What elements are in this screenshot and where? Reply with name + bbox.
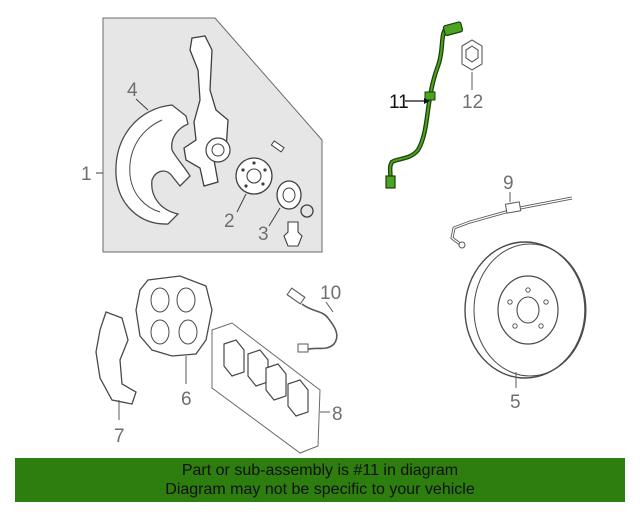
- sensor-grommet: [424, 91, 436, 101]
- callout-9: 9: [503, 173, 514, 194]
- callout-5: 5: [510, 392, 521, 413]
- callout-labels: 1 4 2 3 11 12 9 10 6 7 8 5: [81, 80, 521, 447]
- brake-hose-part-9: [450, 192, 573, 249]
- banner-line-1: Part or sub-assembly is #11 in diagram: [181, 462, 459, 479]
- wear-sensor-wire: [301, 303, 338, 351]
- knuckle-assembly-group: [96, 17, 323, 253]
- brake-caliper: [135, 275, 213, 357]
- callout-7: 7: [114, 426, 125, 447]
- brake-rotor-part-5: [464, 241, 587, 388]
- parts-diagram: 1 4 2 3 11 12 9 10 6 7 8 5: [81, 17, 587, 454]
- sensor-clip: [461, 39, 483, 71]
- callout-2: 2: [224, 211, 235, 232]
- pad-wear-sensor-part-10: [286, 287, 338, 353]
- brake-pads-part-8: [211, 322, 330, 454]
- knuckle-bore-inner: [211, 143, 225, 157]
- small-pin: [270, 140, 285, 153]
- rotor-center: [516, 296, 540, 324]
- snap-ring: [300, 204, 314, 218]
- wear-sensor-plug: [286, 287, 306, 305]
- ball-joint: [283, 221, 303, 247]
- callout-3: 3: [258, 224, 269, 245]
- caliper-bracket: [95, 311, 137, 405]
- caliper-bracket-part-7: [95, 311, 137, 420]
- sensor-head: [385, 175, 396, 189]
- dust-shield-inner: [129, 119, 163, 213]
- callout-10: 10: [320, 283, 341, 304]
- callout-8: 8: [332, 404, 343, 425]
- callout-12: 12: [462, 92, 483, 113]
- sensor-plug: [442, 21, 464, 37]
- callout-1: 1: [81, 164, 92, 185]
- callout-6: 6: [181, 389, 192, 410]
- callout-11: 11: [389, 92, 409, 113]
- part-info-banner: Part or sub-assembly is #11 in diagram D…: [15, 458, 625, 502]
- wheel-bearing: [276, 180, 302, 210]
- sensor-clip-part-12: [461, 39, 483, 90]
- caliper-part-6: [135, 275, 213, 384]
- dust-shield: [115, 104, 191, 225]
- abs-sensor-part-11: [385, 21, 464, 189]
- knuckle-bore: [205, 137, 231, 163]
- wheel-bearing-inner: [282, 187, 296, 203]
- rotor-edge: [473, 243, 587, 377]
- banner-line-2: Diagram may not be specific to your vehi…: [165, 481, 475, 498]
- callout-4: 4: [127, 80, 138, 101]
- wheel-hub-center: [246, 168, 262, 184]
